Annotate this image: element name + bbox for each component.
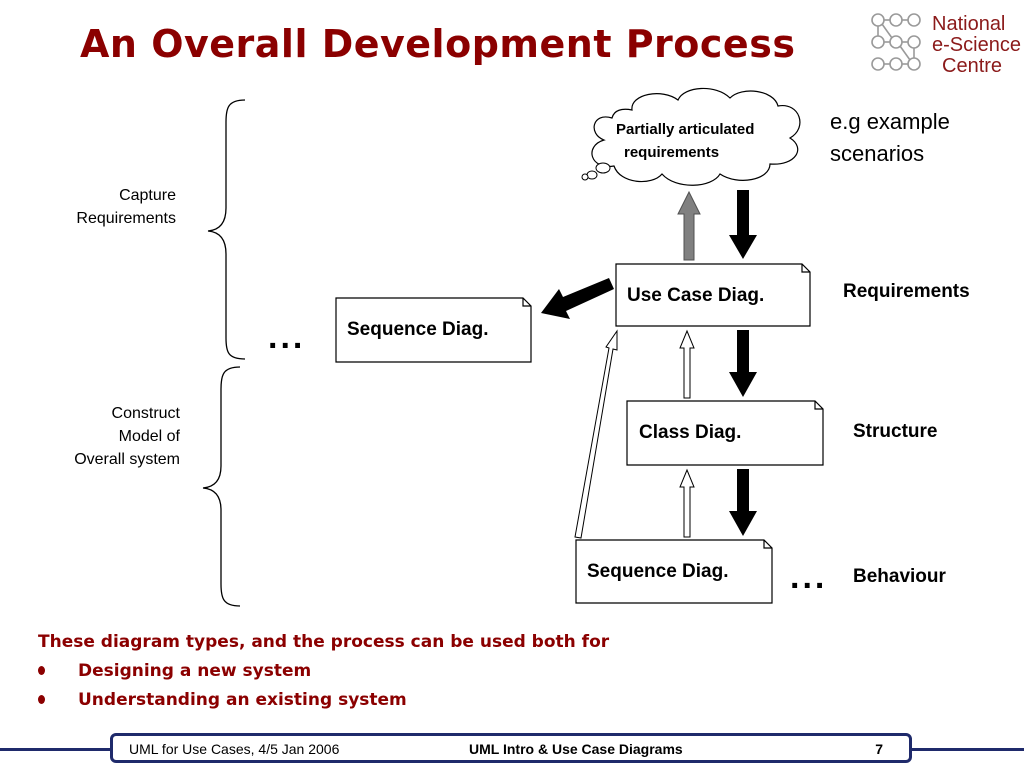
footer-title: UML Intro & Use Case Diagrams <box>469 741 683 757</box>
diagonal-up-arrow <box>574 329 618 539</box>
construct-label-line-3: Overall system <box>74 451 180 469</box>
bullet-icon <box>38 695 45 704</box>
logo-line-2: e-Science <box>932 34 1021 56</box>
grey-up-arrow <box>677 190 701 261</box>
sequence-doc-side[interactable] <box>335 297 532 363</box>
example-note-line-2: scenarios <box>830 140 925 166</box>
down-arrow-to-sequence <box>729 469 757 536</box>
down-arrow-to-use-case <box>729 190 757 259</box>
capture-label-line-2: Requirements <box>76 210 176 228</box>
usage-bullet-1-text: Designing a new system <box>78 661 312 681</box>
use-case-doc[interactable] <box>615 263 811 327</box>
class-diag-label: Class Diag. <box>639 422 742 443</box>
logo-line-1: National <box>932 13 1006 35</box>
capture-requirements-label: Capture Requirements <box>40 184 176 230</box>
construct-label-line-2: Model of <box>118 428 180 446</box>
slide-title: An Overall Development Process <box>80 22 796 66</box>
down-arrow-to-class <box>729 330 757 397</box>
requirements-category: Requirements <box>843 281 970 302</box>
ellipsis-behaviour: ... <box>790 558 828 596</box>
example-note-line-1: e.g example <box>830 109 950 134</box>
up-arrow-to-use-case <box>679 329 695 399</box>
up-arrow-to-class <box>679 468 695 538</box>
capture-label-line-1: Capture <box>119 187 176 204</box>
usage-bullet-2-text: Understanding an existing system <box>78 690 407 710</box>
footer-course: UML for Use Cases, 4/5 Jan 2006 <box>129 741 340 757</box>
capture-brace <box>207 99 246 360</box>
arrow-to-side-sequence <box>541 278 614 319</box>
bullet-icon <box>38 666 45 675</box>
logo-circles-icon <box>871 13 921 71</box>
logo-line-3: Centre <box>942 55 1003 77</box>
footer-bar: UML for Use Cases, 4/5 Jan 2006 UML Intr… <box>110 733 912 763</box>
footer-page-number: 7 <box>875 741 883 757</box>
sequence-doc-main[interactable] <box>575 539 773 604</box>
usage-heading: These diagram types, and the process can… <box>38 632 610 652</box>
construct-label-line-1: Construct <box>111 405 180 422</box>
class-doc[interactable] <box>626 400 824 466</box>
use-case-diag-label: Use Case Diag. <box>627 285 765 306</box>
cloud-text-line-1: Partially articulated <box>616 121 755 138</box>
construct-model-label: Construct Model of Overall system <box>20 402 180 472</box>
ellipsis-side: ... <box>268 318 306 356</box>
example-note: e.g example scenarios <box>830 106 950 170</box>
requirements-cloud <box>581 87 801 186</box>
construct-brace <box>202 366 241 607</box>
sequence-diag-main-label: Sequence Diag. <box>587 561 729 582</box>
sequence-diag-side-label: Sequence Diag. <box>347 319 489 340</box>
cloud-text-line-2: requirements <box>624 144 720 161</box>
behaviour-category: Behaviour <box>853 566 946 587</box>
structure-category: Structure <box>853 421 938 442</box>
